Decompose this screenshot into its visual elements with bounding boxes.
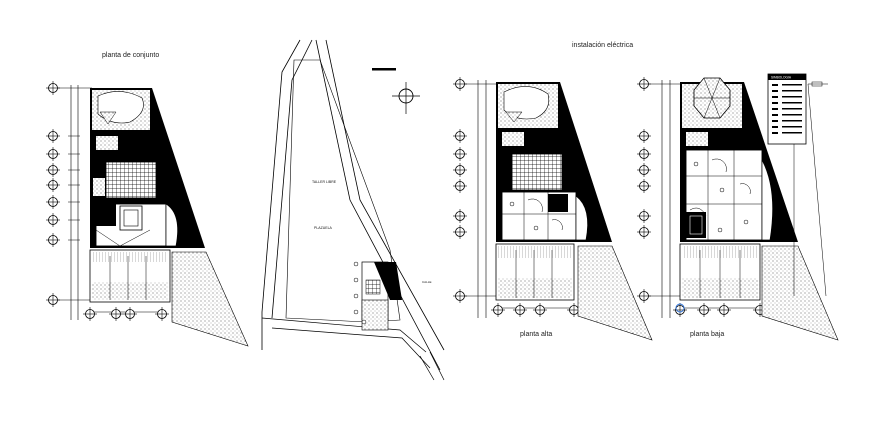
title-planta-alta: planta alta xyxy=(520,331,553,338)
title-instalacion-electrica: instalación eléctrica xyxy=(572,42,634,49)
plan-situacion xyxy=(261,39,445,381)
plan-conjunto xyxy=(45,80,249,347)
title-planta-baja: planta baja xyxy=(690,331,725,338)
plan-baja xyxy=(636,76,839,341)
legend-table xyxy=(767,73,828,145)
site-label-lower: PLAZUELA xyxy=(314,226,333,230)
site-label-upper: TALLER LIBRE xyxy=(312,180,337,184)
site-label-side: CALLE xyxy=(422,280,432,284)
legend-title: SIMBOLOGIA xyxy=(771,76,792,80)
plan-alta xyxy=(452,76,653,341)
title-planta-conjunto: planta de conjunto xyxy=(102,52,160,59)
